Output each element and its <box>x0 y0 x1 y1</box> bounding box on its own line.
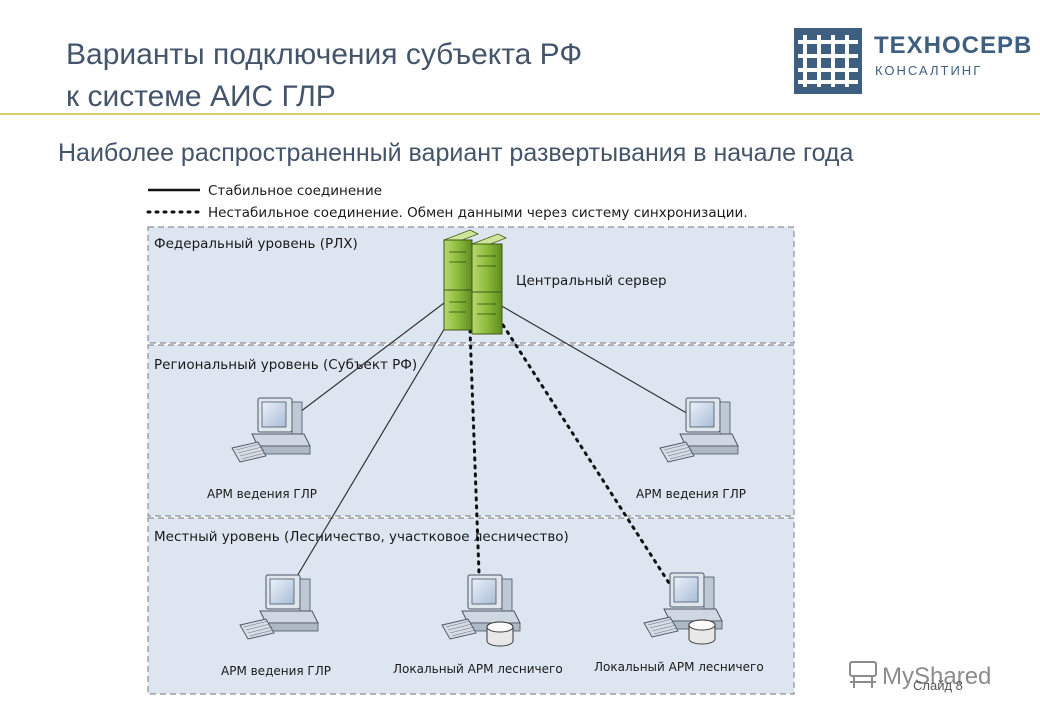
slide-number: Слайд 8 <box>913 678 963 693</box>
watermark: MyShared <box>849 661 991 690</box>
arm-region-right-label: АРМ ведения ГЛР <box>636 487 746 501</box>
zone-federal-label: Федеральный уровень (РЛХ) <box>154 236 358 252</box>
company-logo: ТЕХНОСЕРВ КОНСАЛТИНГ <box>794 28 1034 96</box>
connections <box>289 299 691 589</box>
stable-link-local <box>289 315 453 589</box>
arm-local-label: АРМ ведения ГЛР <box>221 664 331 678</box>
header-rule <box>0 113 1040 115</box>
server-label: Центральный сервер <box>516 273 667 289</box>
arm-region-left-label: АРМ ведения ГЛР <box>207 487 317 501</box>
server-icon <box>443 229 507 335</box>
database-icon <box>688 619 716 645</box>
zone-regional-label: Региональный уровень (Субъект РФ) <box>154 357 417 373</box>
page-title: Варианты подключения субъекта РФ к систе… <box>66 34 666 118</box>
database-icon <box>486 621 514 647</box>
local-forester-2-label: Локальный АРМ лесничего <box>594 660 764 674</box>
title-line-1: Варианты подключения субъекта РФ <box>66 38 583 71</box>
unstable-link-forester-2 <box>501 323 671 585</box>
watermark-icon <box>849 661 877 688</box>
title-line-2: к системе АИС ГЛР <box>66 80 336 113</box>
stable-link-region-right <box>499 304 691 416</box>
legend-unstable-label: Нестабильное соединение. Обмен данными ч… <box>208 205 748 221</box>
logo-brand: ТЕХНОСЕРВ <box>874 32 1033 59</box>
subtitle: Наиболее распространенный вариант развер… <box>58 139 854 167</box>
legend-stable-label: Стабильное соединение <box>208 183 382 199</box>
watermark-text: MyShared <box>882 663 991 690</box>
local-forester-1-label: Локальный АРМ лесничего <box>393 662 563 676</box>
stable-link-region-left <box>295 299 449 416</box>
legend: Стабильное соединение Нестабильное соеди… <box>146 183 748 221</box>
logo-sub: КОНСАЛТИНГ <box>875 63 983 78</box>
unstable-link-forester-1 <box>468 328 481 575</box>
grid-logo-icon <box>794 28 862 94</box>
zone-local-label: Местный уровень (Лесничество, участковое… <box>154 529 569 545</box>
